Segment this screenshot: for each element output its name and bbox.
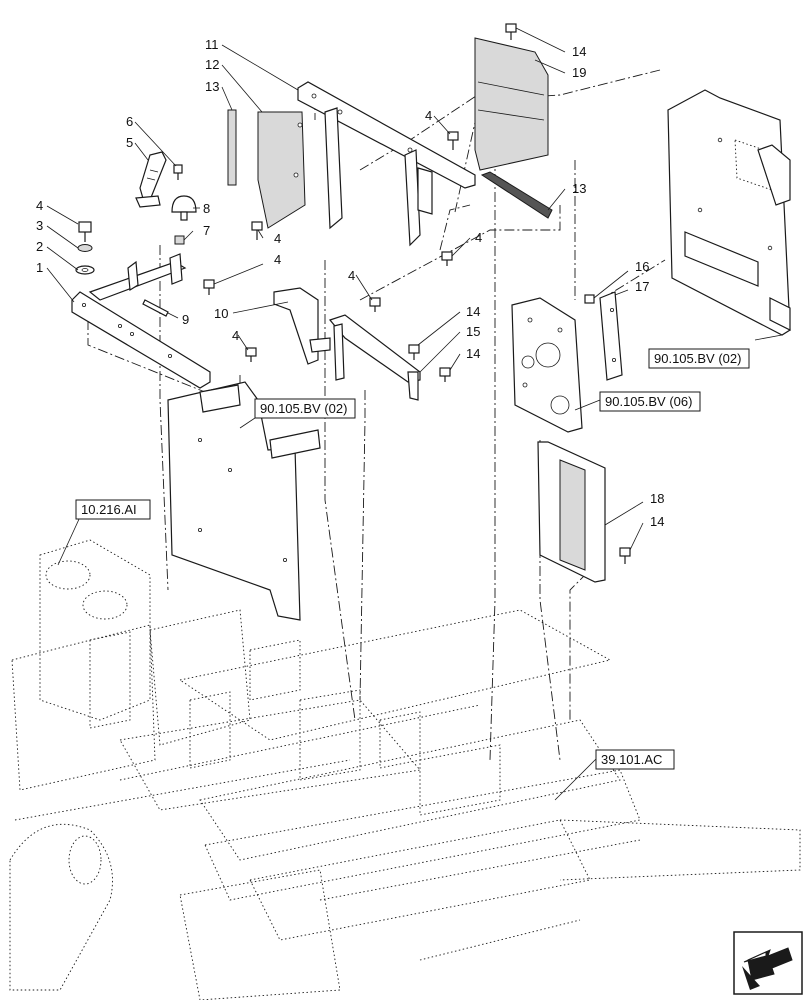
reference-box-panel[interactable]: 90.105.BV (06) [599, 391, 701, 412]
callout-5: 5 [126, 135, 133, 150]
callout-4: 4 [425, 108, 432, 123]
svg-text:10.216.AI: 10.216.AI [81, 502, 137, 517]
callout-13: 13 [205, 79, 219, 94]
callout-4: 4 [36, 198, 43, 213]
svg-text:90.105.BV (02): 90.105.BV (02) [654, 351, 741, 366]
callout-17: 17 [635, 279, 649, 294]
counterweight-side-panel-top-right [667, 89, 791, 336]
callout-14: 14 [466, 304, 480, 319]
pin-part-9 [142, 299, 169, 317]
callout-6: 6 [126, 114, 133, 129]
next-page-arrow-icon[interactable] [733, 931, 803, 995]
callout-14: 14 [466, 346, 480, 361]
callout-1: 1 [36, 260, 43, 275]
cover-part-18 [537, 441, 606, 583]
svg-text:90.105.BV (06): 90.105.BV (06) [605, 394, 692, 409]
bracket-part-10 [273, 287, 331, 365]
reference-box-engine[interactable]: 10.216.AI [75, 499, 151, 520]
callout-8: 8 [203, 201, 210, 216]
bracket-frame-part-1 [71, 253, 211, 389]
callout-13: 13 [572, 181, 586, 196]
leader-lines [46, 27, 783, 801]
callout-7: 7 [203, 223, 210, 238]
flap-part-19 [474, 37, 549, 171]
callout-4: 4 [475, 230, 482, 245]
washers-and-bolt [75, 221, 95, 275]
callout-4: 4 [274, 252, 281, 267]
panel-part-12 [257, 111, 306, 229]
callout-4: 4 [232, 328, 239, 343]
callout-10: 10 [214, 306, 228, 321]
callout-16: 16 [635, 259, 649, 274]
side-plate-panel [511, 297, 583, 433]
reference-box-center[interactable]: 90.105.BV (02) [254, 398, 356, 419]
callout-numbers: 1 2 3 4 5 6 8 7 9 10 11 12 13 4 4 4 4 4 … [36, 37, 664, 529]
seal-strip-part-13-left [227, 109, 237, 186]
callout-4: 4 [348, 268, 355, 283]
reference-boxes: 90.105.BV (02) 90.105.BV (02) 90.105.BV … [75, 348, 750, 770]
nut-part-7 [174, 235, 185, 245]
cross-beam-part-11 [297, 81, 476, 247]
lower-upperstructure-frame [9, 539, 801, 1000]
bracket-part-15 [328, 314, 421, 401]
center-side-panel [167, 381, 321, 621]
svg-text:39.101.AC: 39.101.AC [601, 752, 662, 767]
callout-14: 14 [572, 44, 586, 59]
callout-12: 12 [205, 57, 219, 72]
callout-2: 2 [36, 239, 43, 254]
bolt-part-6 [173, 164, 183, 180]
callout-4: 4 [274, 231, 281, 246]
seal-strip-part-13-right [480, 171, 553, 219]
knob-part-8 [171, 195, 197, 221]
svg-text:90.105.BV (02): 90.105.BV (02) [260, 401, 347, 416]
callout-19: 19 [572, 65, 586, 80]
callout-15: 15 [466, 324, 480, 339]
reference-box-top-right[interactable]: 90.105.BV (02) [648, 348, 750, 369]
callout-9: 9 [182, 312, 189, 327]
callout-18: 18 [650, 491, 664, 506]
latch-handle-part-5 [135, 151, 167, 208]
bracket-part-17 [599, 291, 623, 381]
callout-14: 14 [650, 514, 664, 529]
bolt-instances [203, 23, 631, 564]
callout-11: 11 [205, 37, 219, 52]
callout-3: 3 [36, 218, 43, 233]
reference-box-frame[interactable]: 39.101.AC [595, 749, 675, 770]
